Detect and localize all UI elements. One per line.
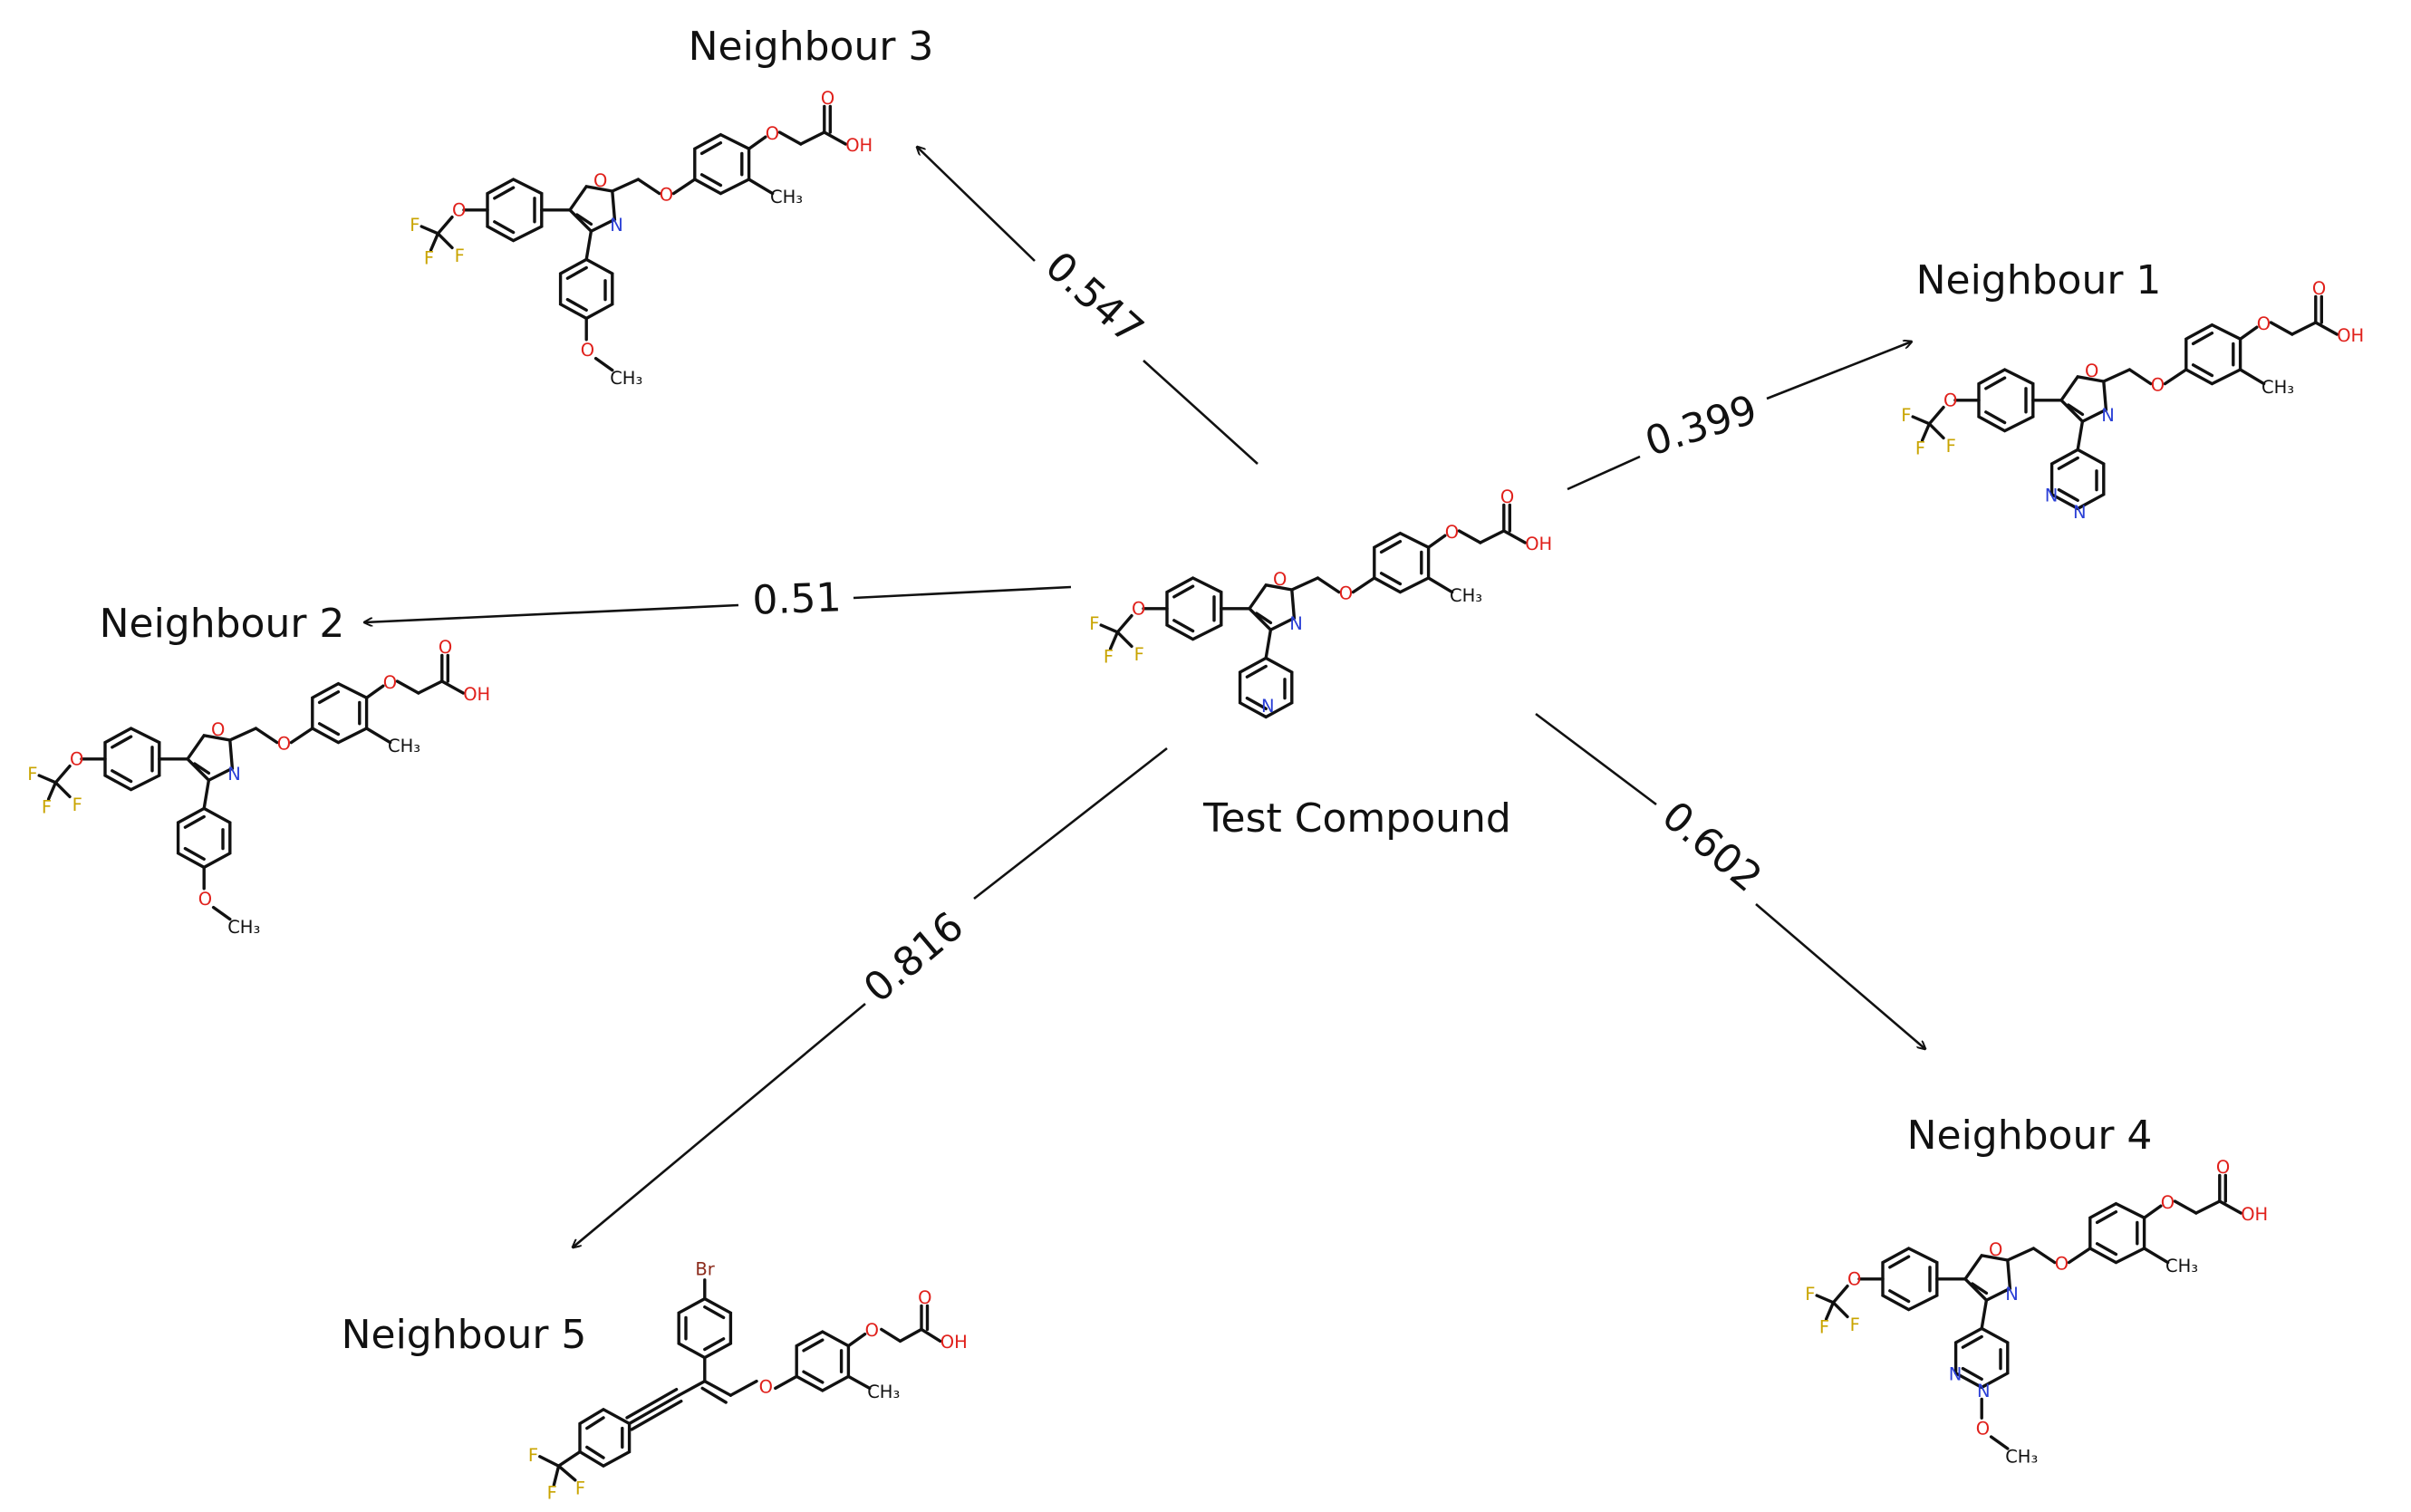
svg-text:N: N [1261, 696, 1275, 717]
svg-text:N: N [1977, 1381, 1991, 1401]
arrow-to-neighbour-3-part2 [917, 147, 1036, 262]
arrow-to-neighbour-2-part2 [364, 603, 739, 622]
svg-text:F: F [575, 1478, 585, 1498]
arrow-to-neighbour-1-part1 [1567, 455, 1641, 491]
molecule-test-compound: N [1087, 485, 1554, 719]
node-label-neighbour-2: Neighbour 2 [100, 601, 345, 647]
arrow-to-neighbour-5-part1 [973, 746, 1168, 900]
arrow-to-neighbour-4-part1 [1535, 712, 1657, 806]
edge-label-neighbour-3: 0.547 [1037, 243, 1152, 353]
svg-text:OH: OH [940, 1332, 968, 1353]
svg-text:CH₃: CH₃ [867, 1382, 900, 1402]
svg-text:CH₃: CH₃ [610, 368, 642, 389]
arrow-to-neighbour-5-part2 [573, 1003, 866, 1247]
svg-text:CH₃: CH₃ [2005, 1447, 2038, 1468]
arrow-to-neighbour-2-part1 [853, 585, 1072, 600]
arrow-to-neighbour-3-part1 [1143, 360, 1259, 465]
svg-text:O: O [865, 1320, 879, 1341]
svg-text:F: F [528, 1445, 538, 1466]
svg-text:Br: Br [695, 1259, 715, 1280]
node-labels: Neighbour 3 Neighbour 1 Neighbour 2 Test… [100, 24, 2162, 1358]
molecule-neighbour-1: N N [1899, 276, 2366, 523]
svg-text:O: O [918, 1287, 931, 1308]
arrow-to-neighbour-1-part2 [1766, 342, 1912, 400]
svg-text:N: N [2045, 486, 2059, 506]
edge-label-neighbour-2: 0.51 [752, 574, 843, 623]
svg-text:O: O [198, 889, 212, 910]
edge-label-neighbour-1: 0.399 [1640, 386, 1763, 465]
molecule-neighbour-5: F F F O CH₃ O O OH Br [528, 1259, 968, 1504]
arrow-to-neighbour-4-part2 [1755, 903, 1925, 1049]
node-label-neighbour-4: Neighbour 4 [1907, 1112, 2153, 1159]
edge-labels: 0.547 0.399 0.51 0.602 0.816 [752, 243, 1770, 1012]
svg-text:CH₃: CH₃ [227, 917, 260, 938]
edge-label-neighbour-4: 0.602 [1654, 793, 1770, 901]
node-label-neighbour-3: Neighbour 3 [689, 24, 934, 70]
svg-text:N: N [2073, 502, 2087, 523]
molecule-neighbour-3: O CH₃ [408, 86, 874, 389]
node-label-neighbour-1: Neighbour 1 [1916, 257, 2162, 303]
edge-label-neighbour-5: 0.816 [855, 903, 972, 1012]
svg-text:O: O [759, 1377, 773, 1398]
svg-text:N: N [1949, 1364, 1963, 1385]
node-label-test-compound: Test Compound [1202, 795, 1511, 842]
molecule-neighbour-4: N N O CH₃ [1803, 1155, 2270, 1468]
svg-text:O: O [1976, 1418, 1990, 1439]
node-label-neighbour-5: Neighbour 5 [342, 1312, 587, 1358]
svg-text:O: O [581, 340, 594, 361]
edge-arrows [364, 147, 1925, 1247]
molecule-neighbour-2: O CH₃ [25, 635, 492, 938]
svg-text:F: F [547, 1483, 557, 1504]
